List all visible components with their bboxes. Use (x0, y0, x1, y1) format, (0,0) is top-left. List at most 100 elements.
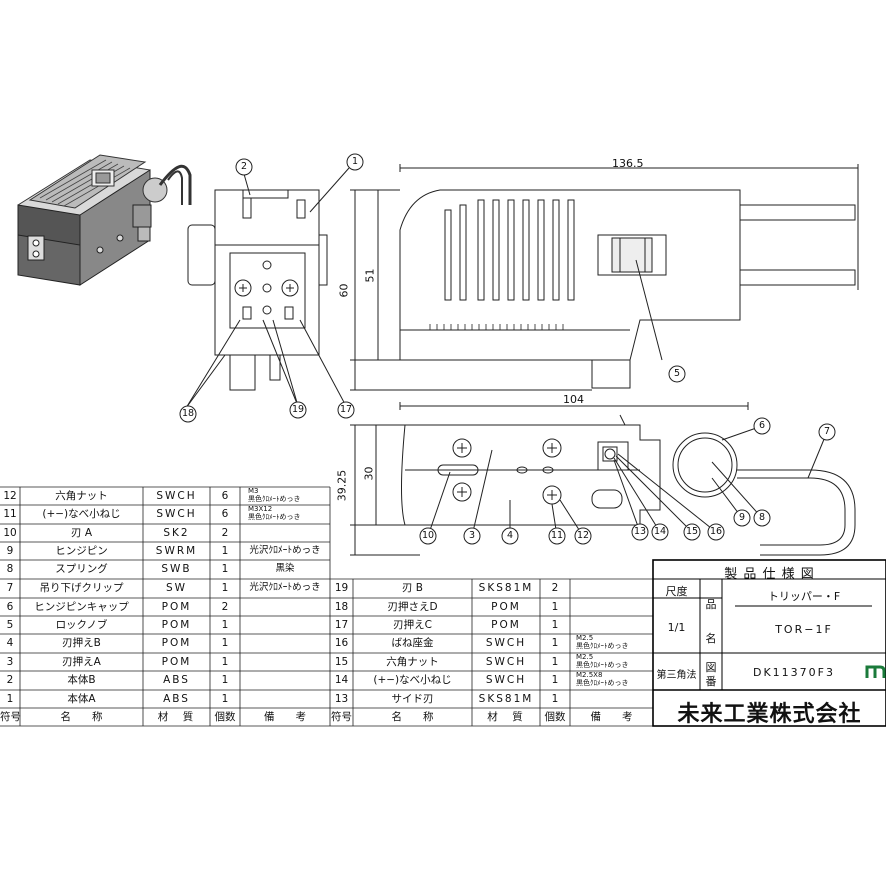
callout-13: 13 (633, 526, 647, 537)
company-logo (865, 664, 886, 678)
drawing-number: DK11370F3 (752, 666, 835, 679)
part-material: SW (165, 582, 188, 594)
callout-8: 8 (758, 512, 766, 523)
part-material: POM (491, 619, 521, 631)
part-qty: 1 (221, 637, 229, 649)
zu-label: 図 (705, 661, 717, 674)
part-no: 5 (6, 619, 14, 631)
part-material: POM (161, 656, 192, 668)
part-qty: 1 (551, 674, 559, 686)
callout-16: 16 (709, 526, 723, 537)
scale-value: 1/1 (667, 621, 686, 634)
part-no: 2 (6, 674, 14, 686)
part-name: 本体A (67, 693, 96, 705)
callout-12: 12 (576, 530, 590, 541)
part-qty: 2 (221, 527, 229, 539)
part-material: SWCH (485, 637, 527, 649)
header-no: 符号 (331, 711, 352, 723)
part-no: 9 (6, 545, 14, 557)
part-material: SWCH (156, 490, 197, 502)
header-no: 符号 (0, 711, 21, 723)
part-name: サイド刃 (391, 693, 434, 705)
part-material: SKS81M (478, 693, 534, 705)
part-material: POM (161, 637, 192, 649)
part-note: 黒色ｸﾛﾒｰﾄめっき (248, 495, 301, 503)
part-material: ABS (163, 674, 190, 686)
part-name: 六角ナット (55, 490, 108, 502)
part-qty: 1 (221, 693, 229, 705)
part-note: 黒色ｸﾛﾒｰﾄめっき (248, 513, 301, 521)
part-note: M2.5 (576, 634, 594, 642)
dim-39-25: 39.25 (335, 469, 349, 502)
part-no: 16 (334, 637, 349, 649)
part-material: ABS (163, 693, 190, 705)
part-qty: 2 (551, 582, 559, 594)
part-qty: 1 (551, 693, 559, 705)
part-note: M3 (248, 487, 259, 495)
part-name: 刃 B (401, 582, 424, 594)
callout-14: 14 (653, 526, 667, 537)
part-name: ヒンジピンキャップ (34, 601, 129, 613)
part-name: 本体B (67, 674, 96, 686)
part-note: 光沢ｸﾛﾒｰﾄめっき (249, 545, 321, 556)
model-name: TOR−1F (775, 623, 833, 636)
part-qty: 2 (221, 601, 229, 613)
callout-7: 7 (823, 426, 831, 437)
part-material: SWCH (485, 656, 527, 668)
callout-4: 4 (506, 530, 514, 541)
part-material: SK2 (163, 527, 190, 539)
scale-label: 尺度 (665, 585, 688, 598)
header-note: 備 考 (264, 711, 306, 723)
part-no: 13 (334, 693, 349, 705)
callout-10: 10 (421, 530, 435, 541)
part-no: 19 (334, 582, 349, 594)
part-qty: 1 (551, 619, 559, 631)
callout-6: 6 (758, 420, 766, 431)
part-material: SKS81M (478, 582, 534, 594)
callout-17: 17 (339, 404, 353, 415)
part-note: M2.5X8 (576, 671, 603, 679)
part-no: 7 (6, 582, 14, 594)
part-material: SWCH (485, 674, 527, 686)
part-material: POM (491, 601, 521, 613)
part-qty: 1 (221, 674, 229, 686)
part-name: 刃 A (70, 527, 93, 539)
part-no: 17 (334, 619, 349, 631)
part-name: 刃押さえD (387, 601, 438, 613)
part-note: M2.5 (576, 653, 594, 661)
header-qty: 個数 (544, 711, 566, 723)
part-material: POM (161, 601, 192, 613)
product-name: トリッパー・F (767, 590, 841, 603)
part-no: 15 (334, 656, 349, 668)
part-name: ロックノブ (55, 619, 108, 631)
dim-104: 104 (563, 393, 584, 406)
part-note: 黒色ｸﾛﾒｰﾄめっき (576, 661, 629, 669)
top-view (350, 164, 859, 410)
side-view (185, 167, 350, 409)
header-note: 備 考 (590, 711, 633, 723)
part-no: 6 (6, 601, 14, 613)
part-qty: 1 (551, 637, 559, 649)
part-name: ばね座金 (391, 637, 434, 649)
projection-label: 第三角法 (656, 670, 697, 681)
callout-circles (179, 153, 836, 545)
part-qty: 1 (221, 656, 229, 668)
part-qty: 1 (551, 601, 559, 613)
part-name: スプリング (55, 563, 108, 575)
callout-2: 2 (240, 161, 248, 172)
hin-label: 品 (705, 598, 717, 611)
part-no: 12 (3, 490, 17, 502)
isometric-product-view (17, 154, 192, 286)
part-no: 8 (6, 563, 14, 575)
part-no: 3 (6, 656, 14, 668)
part-material: SWRM (155, 545, 198, 557)
part-name: (+−)なべ小ねじ (373, 674, 452, 686)
part-name: (+−)なべ小ねじ (42, 508, 121, 520)
part-qty: 1 (221, 563, 229, 575)
dim-60: 60 (337, 283, 351, 298)
part-name: 刃押えC (393, 619, 432, 631)
part-note: 黒色ｸﾛﾒｰﾄめっき (576, 679, 629, 687)
callout-19: 19 (291, 404, 305, 415)
part-no: 14 (334, 674, 349, 686)
title-block-grid (652, 559, 886, 727)
